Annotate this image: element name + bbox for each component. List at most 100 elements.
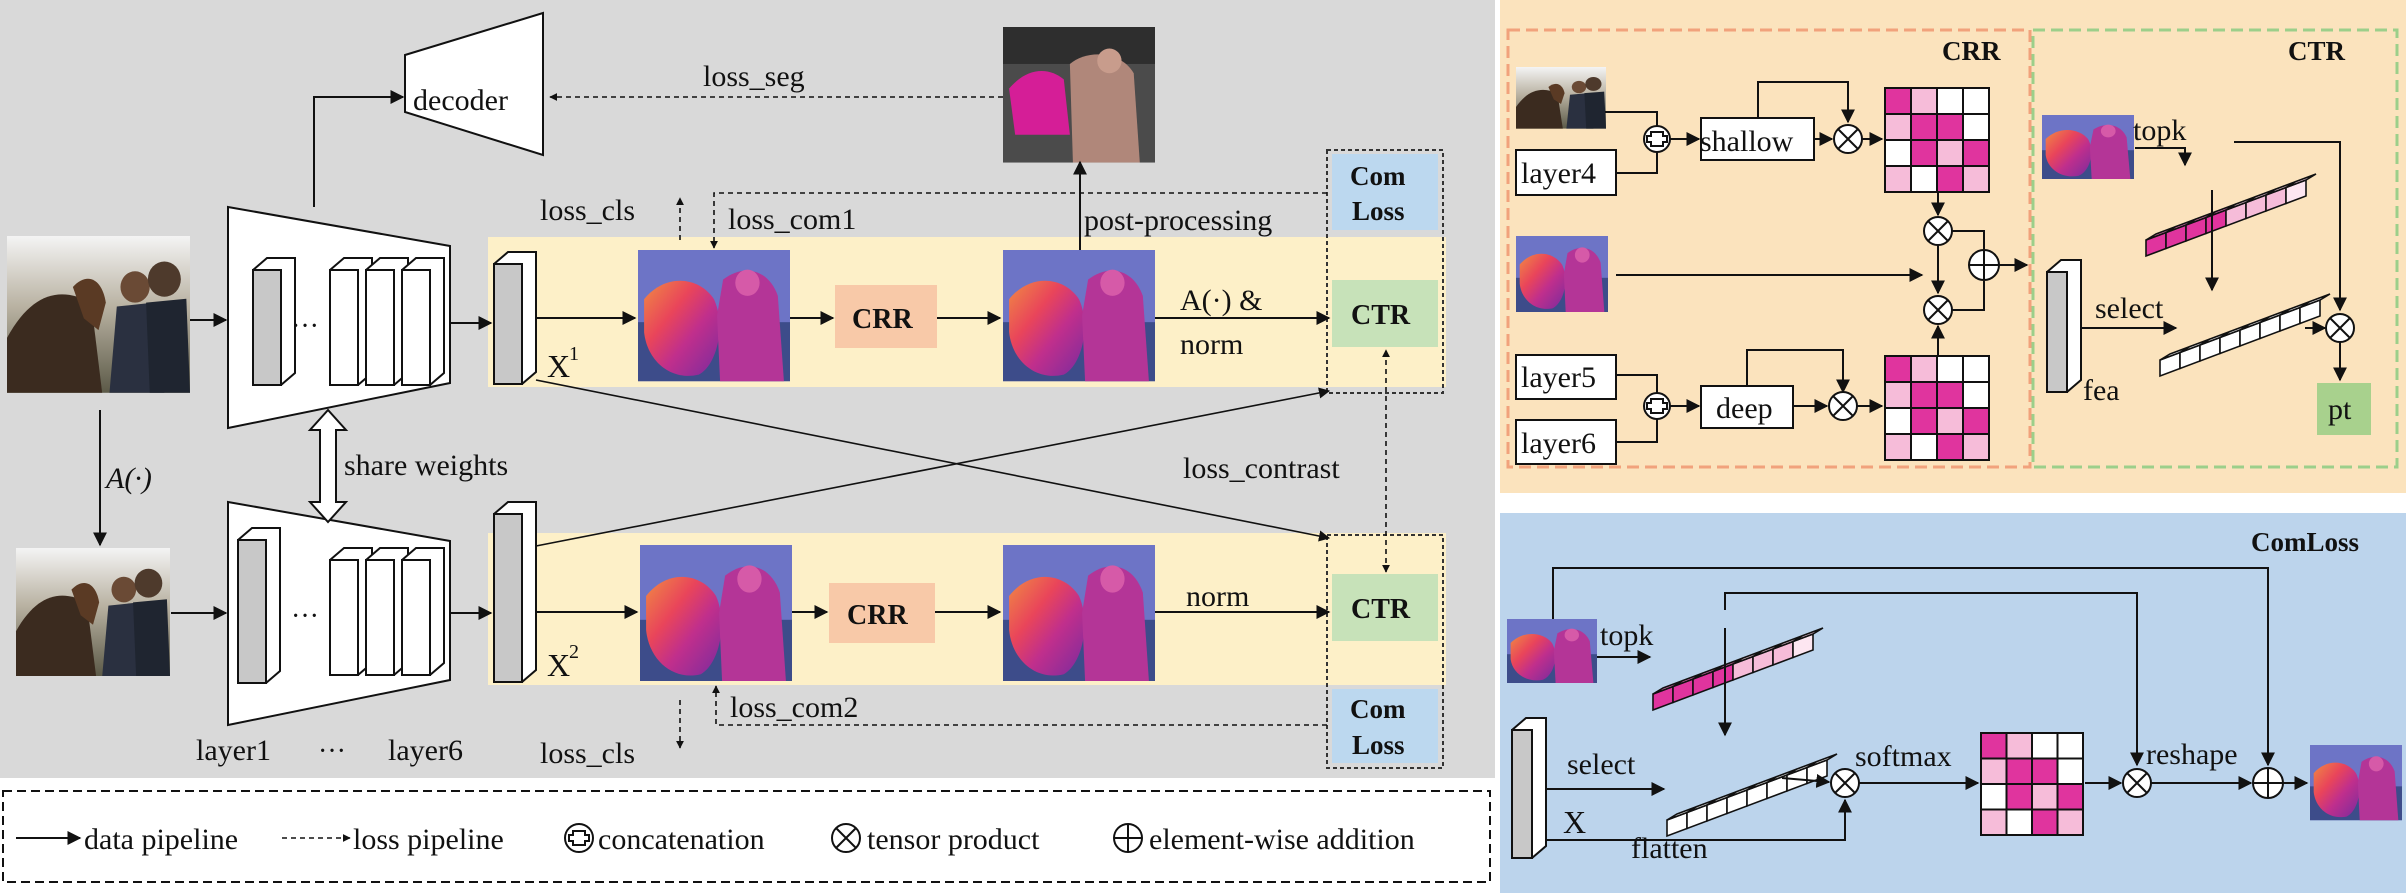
ctr-product-icon — [2325, 313, 2355, 343]
feature-x1 — [493, 251, 537, 385]
comloss-matrix — [1980, 732, 2084, 836]
crr-heatmap-input — [1516, 236, 1608, 312]
comloss-reshape-label: reshape — [2146, 738, 2238, 771]
input-image-top — [7, 236, 190, 393]
ctr-topk-arrow — [2135, 147, 2192, 167]
ctr-pt-box — [2317, 383, 2371, 435]
input-image-augmented — [16, 548, 170, 676]
comloss-output-heatmap — [2310, 745, 2402, 821]
crr-input-photo — [1516, 67, 1606, 129]
crr-shallow-skip — [1757, 81, 1855, 124]
crr-layer4-label: layer4 — [1521, 157, 1596, 190]
post-processing-label: post-processing — [1084, 204, 1272, 237]
bottom-pipeline-band — [488, 533, 1446, 685]
crr-matrix-bottom — [1884, 355, 1990, 461]
crr-box-top — [835, 285, 937, 348]
x2-to-ctr-top-line — [535, 387, 1331, 547]
crr-layer5-label: layer5 — [1521, 361, 1596, 394]
comloss-panel-title: ComLoss — [2251, 527, 2359, 557]
ctr-input-to-product — [2234, 141, 2347, 312]
loss-cls-bottom-label: loss_cls — [540, 737, 635, 770]
ctr-topk-label: topk — [2133, 114, 2186, 147]
legend-loss-pipeline: loss pipeline — [353, 823, 504, 856]
loss-contrast-label: loss_contrast — [1183, 452, 1340, 485]
crr-shallow-label: shallow — [1700, 125, 1794, 158]
crr-box-top-label: CRR — [852, 304, 913, 335]
comloss-select-to-product — [1781, 773, 1831, 788]
loss-seg-label: loss_seg — [703, 60, 805, 93]
comloss-product-icon-1 — [1830, 768, 1860, 798]
comloss-x-label: X — [1563, 804, 1586, 840]
layer-dots-label: ··· — [318, 736, 346, 767]
encoder-top-layers — [252, 257, 445, 386]
loss-com2-label: loss_com2 — [730, 691, 858, 724]
comloss-x-to-product — [1547, 798, 1852, 841]
segmentation-output — [1003, 27, 1155, 163]
loss-cls-top-label: loss_cls — [540, 194, 635, 227]
crr-panel-title: CRR — [1942, 36, 2001, 66]
aug-norm-label-1: A(·) & — [1180, 284, 1262, 317]
legend: data pipeline loss pipeline concatenatio… — [2, 790, 1491, 883]
heatmap-bottom-1 — [640, 545, 792, 681]
encoder-top-dots: ··· — [291, 311, 319, 342]
x1-label: X — [547, 348, 570, 384]
loss-com1-label: loss_com1 — [728, 203, 856, 236]
x1-superscript: 1 — [569, 343, 579, 365]
com-loss-bottom-line2: Loss — [1352, 730, 1405, 760]
ctr-box-bottom-label: CTR — [1351, 594, 1411, 625]
crr-box-bottom-label: CRR — [847, 600, 908, 631]
share-weights-arrow — [307, 408, 349, 524]
com-loss-box-top — [1332, 154, 1438, 230]
com-loss-bottom-line1: Com — [1350, 694, 1406, 724]
comloss-skip-line — [1552, 567, 2275, 767]
crr-concat-icon-bottom — [1643, 392, 1671, 420]
ctr-topk-bar — [2145, 173, 2317, 258]
comloss-heatmap-input — [1507, 619, 1597, 683]
augmentation-label: A(·) — [104, 462, 152, 495]
legend-elementwise-addition: element-wise addition — [1149, 823, 1415, 856]
ctr-box-top — [1332, 280, 1438, 347]
crr-product-icon-top — [1833, 124, 1863, 154]
crr-ctr-panel: CRR CTR layer4 layer5 layer6 shallow — [1500, 0, 2406, 493]
crr-layer4-to-concat — [1616, 152, 1658, 174]
norm-label: norm — [1186, 580, 1249, 613]
encoder-bottom-dots: ··· — [291, 601, 319, 632]
crr-concat-icon-top — [1643, 125, 1671, 153]
x2-label: X — [547, 647, 570, 683]
share-weights-label: share weights — [344, 449, 508, 482]
ctr-select-label: select — [2095, 292, 2164, 325]
crr-deep-skip — [1746, 349, 1850, 394]
crr-region — [1506, 28, 2032, 469]
comloss-panel-bg — [1500, 513, 2406, 893]
comloss-topk-to-reshape — [1724, 592, 2144, 767]
crr-product-icon-bottom — [1828, 391, 1858, 421]
comloss-flatten-label: flatten — [1631, 832, 1708, 865]
crr-matrix-top — [1884, 87, 1990, 193]
com-loss-top-line1: Com — [1350, 161, 1406, 191]
comloss-x-slab — [1511, 717, 1547, 859]
comloss-panel: ComLoss topk X select flatten softmax — [1500, 513, 2406, 893]
top-pipeline-band — [488, 237, 1446, 387]
crr-shallow-box — [1700, 117, 1815, 161]
ctr-pt-label: pt — [2328, 393, 2352, 426]
crr-layer5-box — [1515, 354, 1617, 400]
feature-x2 — [493, 501, 537, 683]
layer6-label: layer6 — [388, 734, 463, 767]
legend-frame — [2, 790, 1491, 883]
comloss-softmax-label: softmax — [1855, 740, 1952, 773]
x2-superscript: 2 — [569, 641, 579, 663]
tensor-product-icon — [831, 823, 861, 853]
comloss-product-icon-2 — [2122, 768, 2152, 798]
legend-tensor-product: tensor product — [867, 823, 1040, 856]
crr-layer6-box — [1515, 419, 1617, 465]
heatmap-top-2 — [1003, 250, 1155, 382]
heatmap-top-1 — [638, 250, 790, 382]
crr-mid2-to-add — [1952, 281, 1985, 311]
crr-product-icon-mid1 — [1923, 216, 1953, 246]
ctr-box-bottom — [1332, 574, 1438, 641]
x1-to-ctr-bottom-line — [535, 379, 1331, 542]
elementwise-addition-icon — [1113, 823, 1143, 853]
comloss-topk-label: topk — [1600, 619, 1653, 652]
crr-deep-label: deep — [1716, 392, 1773, 425]
crr-layer6-label: layer6 — [1521, 427, 1596, 460]
